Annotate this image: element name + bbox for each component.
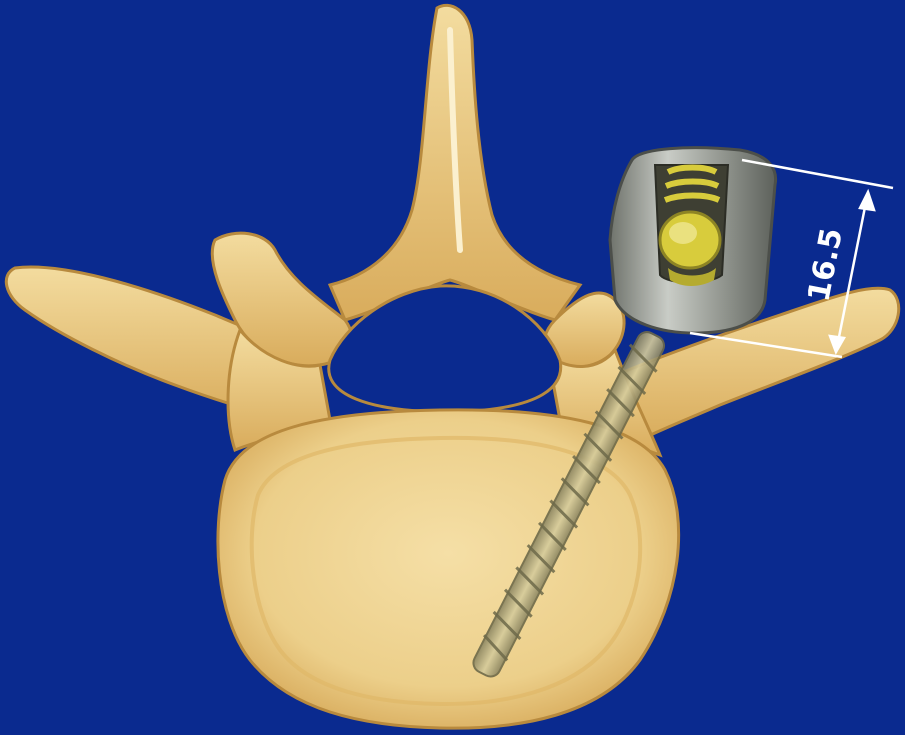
- dimension-label: 16.5: [801, 225, 849, 304]
- dimension-arrow-top: [860, 192, 874, 210]
- pedicle-screw-head: [610, 148, 776, 333]
